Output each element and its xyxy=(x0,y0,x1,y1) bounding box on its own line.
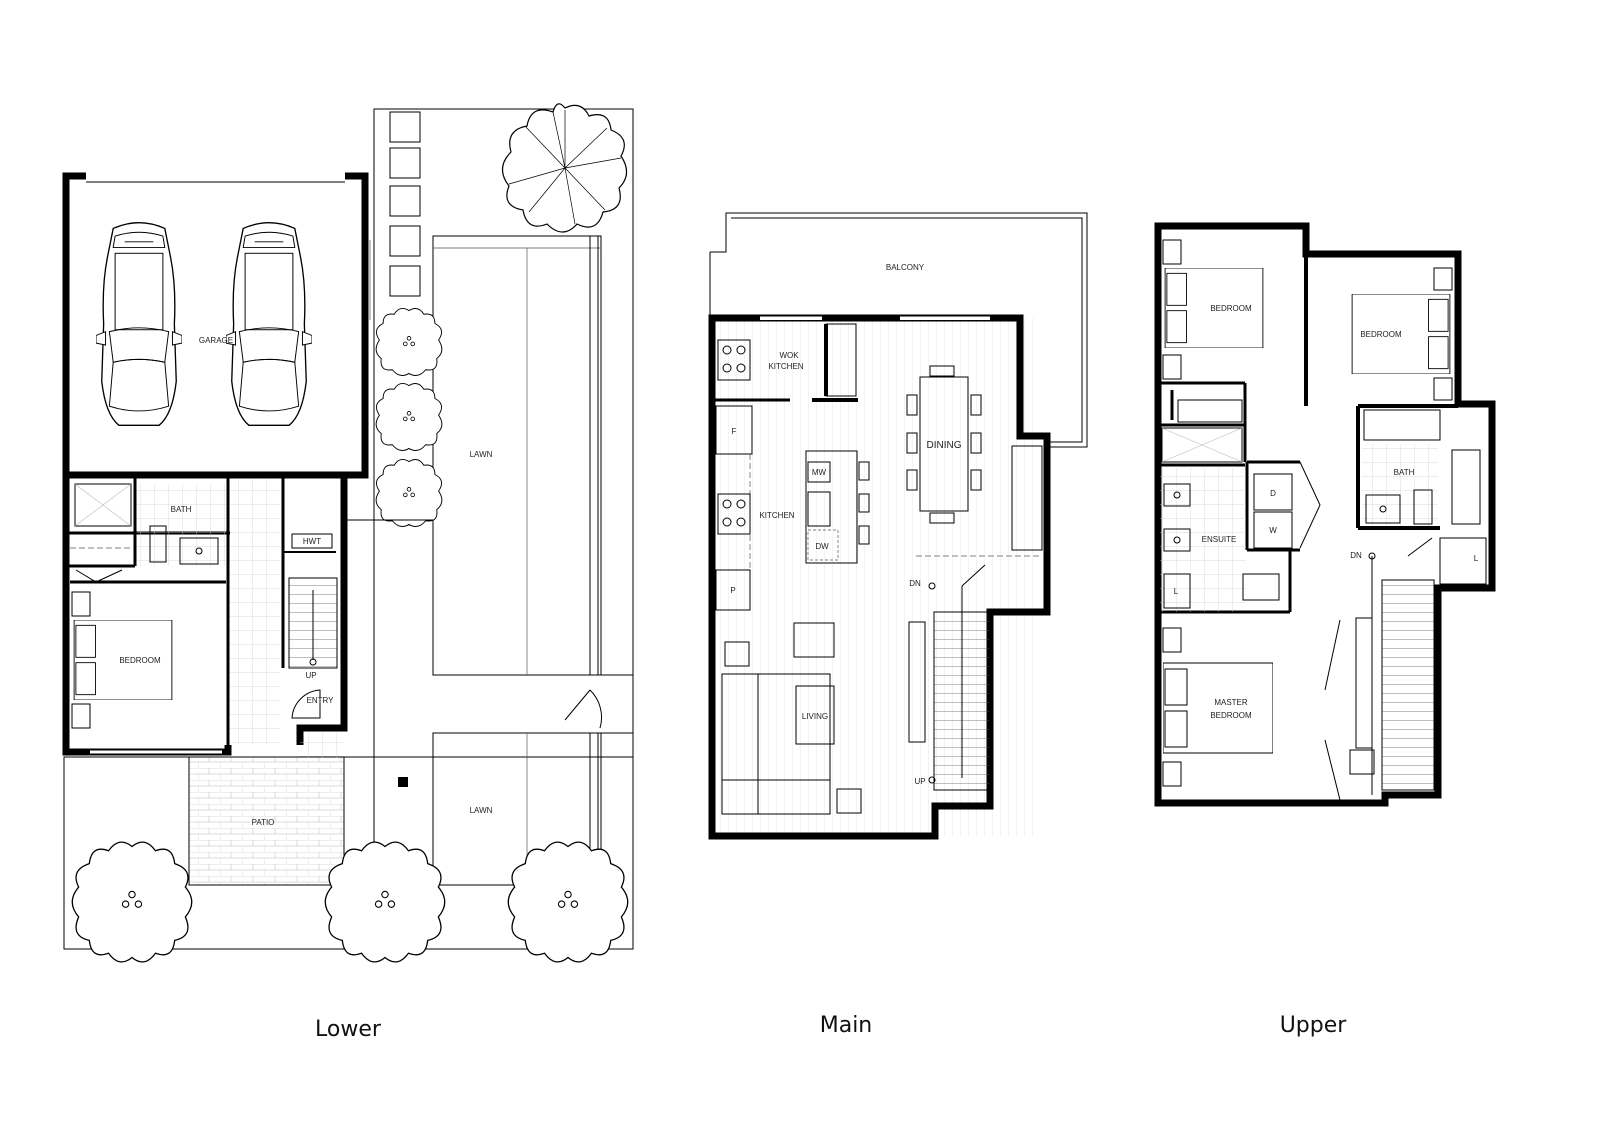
armchair xyxy=(793,622,835,658)
toilet-icon xyxy=(149,525,167,563)
entry-door-swing xyxy=(291,689,321,719)
sink-icon xyxy=(1163,483,1191,507)
kitchen-island xyxy=(805,450,858,564)
upper-dn-label: DN xyxy=(1350,551,1362,560)
bed-icon xyxy=(1163,662,1273,754)
kitchen-label: KITCHEN xyxy=(759,511,794,520)
gate-swing xyxy=(564,689,603,729)
washer xyxy=(1253,511,1293,549)
main-floor: BALCONY WOK KITCHEN DINING F MW KITCHEN … xyxy=(708,212,1088,1038)
pantry xyxy=(715,569,751,611)
coffee-table xyxy=(795,685,835,745)
hwt-unit xyxy=(291,533,333,549)
patio-pavers xyxy=(189,757,344,885)
upper-caption: Upper xyxy=(1280,1013,1348,1038)
dryer-label: D xyxy=(1270,489,1276,498)
shrub-icon xyxy=(375,459,443,527)
garage-walls xyxy=(62,172,369,479)
patio-label: PATIO xyxy=(252,818,275,827)
lower-bath-tile xyxy=(137,484,226,566)
shrub-icon xyxy=(375,383,443,451)
dining-label: DINING xyxy=(927,440,962,451)
linen-ensuite-label: L xyxy=(1174,587,1179,596)
ensuite-label: ENSUITE xyxy=(1202,535,1237,544)
upper-bedroom-2-label: BEDROOM xyxy=(1360,330,1402,339)
range-icon xyxy=(717,493,751,535)
hwt-label: HWT xyxy=(303,537,321,546)
lawn-bottom-label: LAWN xyxy=(470,806,493,815)
main-caption: Main xyxy=(820,1013,873,1038)
dining-table xyxy=(919,376,969,512)
master-label-1: MASTER xyxy=(1214,698,1248,707)
car-icon xyxy=(96,221,182,427)
fireplace xyxy=(908,621,926,743)
lower-hall-tile xyxy=(228,478,280,744)
car-icon xyxy=(226,221,312,427)
balcony-rail-outer xyxy=(710,212,1088,448)
upper-floor: BEDROOM BEDROOM D W BATH ENSUITE DN L L … xyxy=(1154,222,1496,1038)
upper-bedroom-1-label: BEDROOM xyxy=(1210,304,1252,313)
upper-stairs xyxy=(1382,580,1434,790)
fridge xyxy=(715,405,753,455)
main-up-label: UP xyxy=(914,777,925,786)
sink-icon xyxy=(1365,494,1401,524)
shrub-icon xyxy=(375,308,443,376)
upper-bath-label: BATH xyxy=(1394,468,1415,477)
master-label-2: BEDROOM xyxy=(1210,711,1252,720)
shower xyxy=(74,483,132,527)
bathtub xyxy=(1451,449,1481,525)
linen-bath-label: L xyxy=(1474,554,1479,563)
lower-up-label: UP xyxy=(305,671,316,680)
wok-range-icon xyxy=(717,339,751,381)
ensuite-shower xyxy=(1161,427,1243,463)
wok-kitchen-label-2: KITCHEN xyxy=(768,362,803,371)
microwave-label: MW xyxy=(812,468,827,477)
dishwasher-label: DW xyxy=(815,542,829,551)
toilet-icon xyxy=(1242,573,1280,601)
lawn-top-label: LAWN xyxy=(470,450,493,459)
wok-kitchen-label-1: WOK xyxy=(779,351,799,360)
tree-icon xyxy=(71,841,193,963)
tree-icon xyxy=(324,841,446,963)
island-sink-icon xyxy=(807,491,831,527)
lower-bedroom-label: BEDROOM xyxy=(119,656,161,665)
tree-icon xyxy=(507,841,629,963)
lower-site-boundary xyxy=(373,108,634,950)
toilet-icon xyxy=(1413,489,1433,525)
stepping-stones xyxy=(389,111,421,297)
main-dn-label: DN xyxy=(909,579,921,588)
living-label: LIVING xyxy=(802,712,828,721)
sideboard xyxy=(1011,445,1043,551)
entry-label: ENTRY xyxy=(307,696,335,705)
garage-label: GARAGE xyxy=(199,336,233,345)
closet xyxy=(1355,617,1373,749)
balcony-label: BALCONY xyxy=(886,263,925,272)
dryer xyxy=(1253,473,1293,511)
lawn-top-area xyxy=(432,235,602,676)
lower-caption: Lower xyxy=(315,1017,382,1042)
washer-label: W xyxy=(1269,526,1277,535)
sink-icon xyxy=(1163,528,1191,552)
pantry-label: P xyxy=(730,586,735,595)
fridge-label: F xyxy=(732,427,737,436)
post-marker xyxy=(398,777,408,787)
large-tree-icon xyxy=(501,103,628,233)
lower-bath-label: BATH xyxy=(171,505,192,514)
sink-icon xyxy=(179,537,219,565)
lower-floor: GARAGE BATH HWT BEDROOM UP ENTRY PATIO L… xyxy=(62,103,634,1042)
